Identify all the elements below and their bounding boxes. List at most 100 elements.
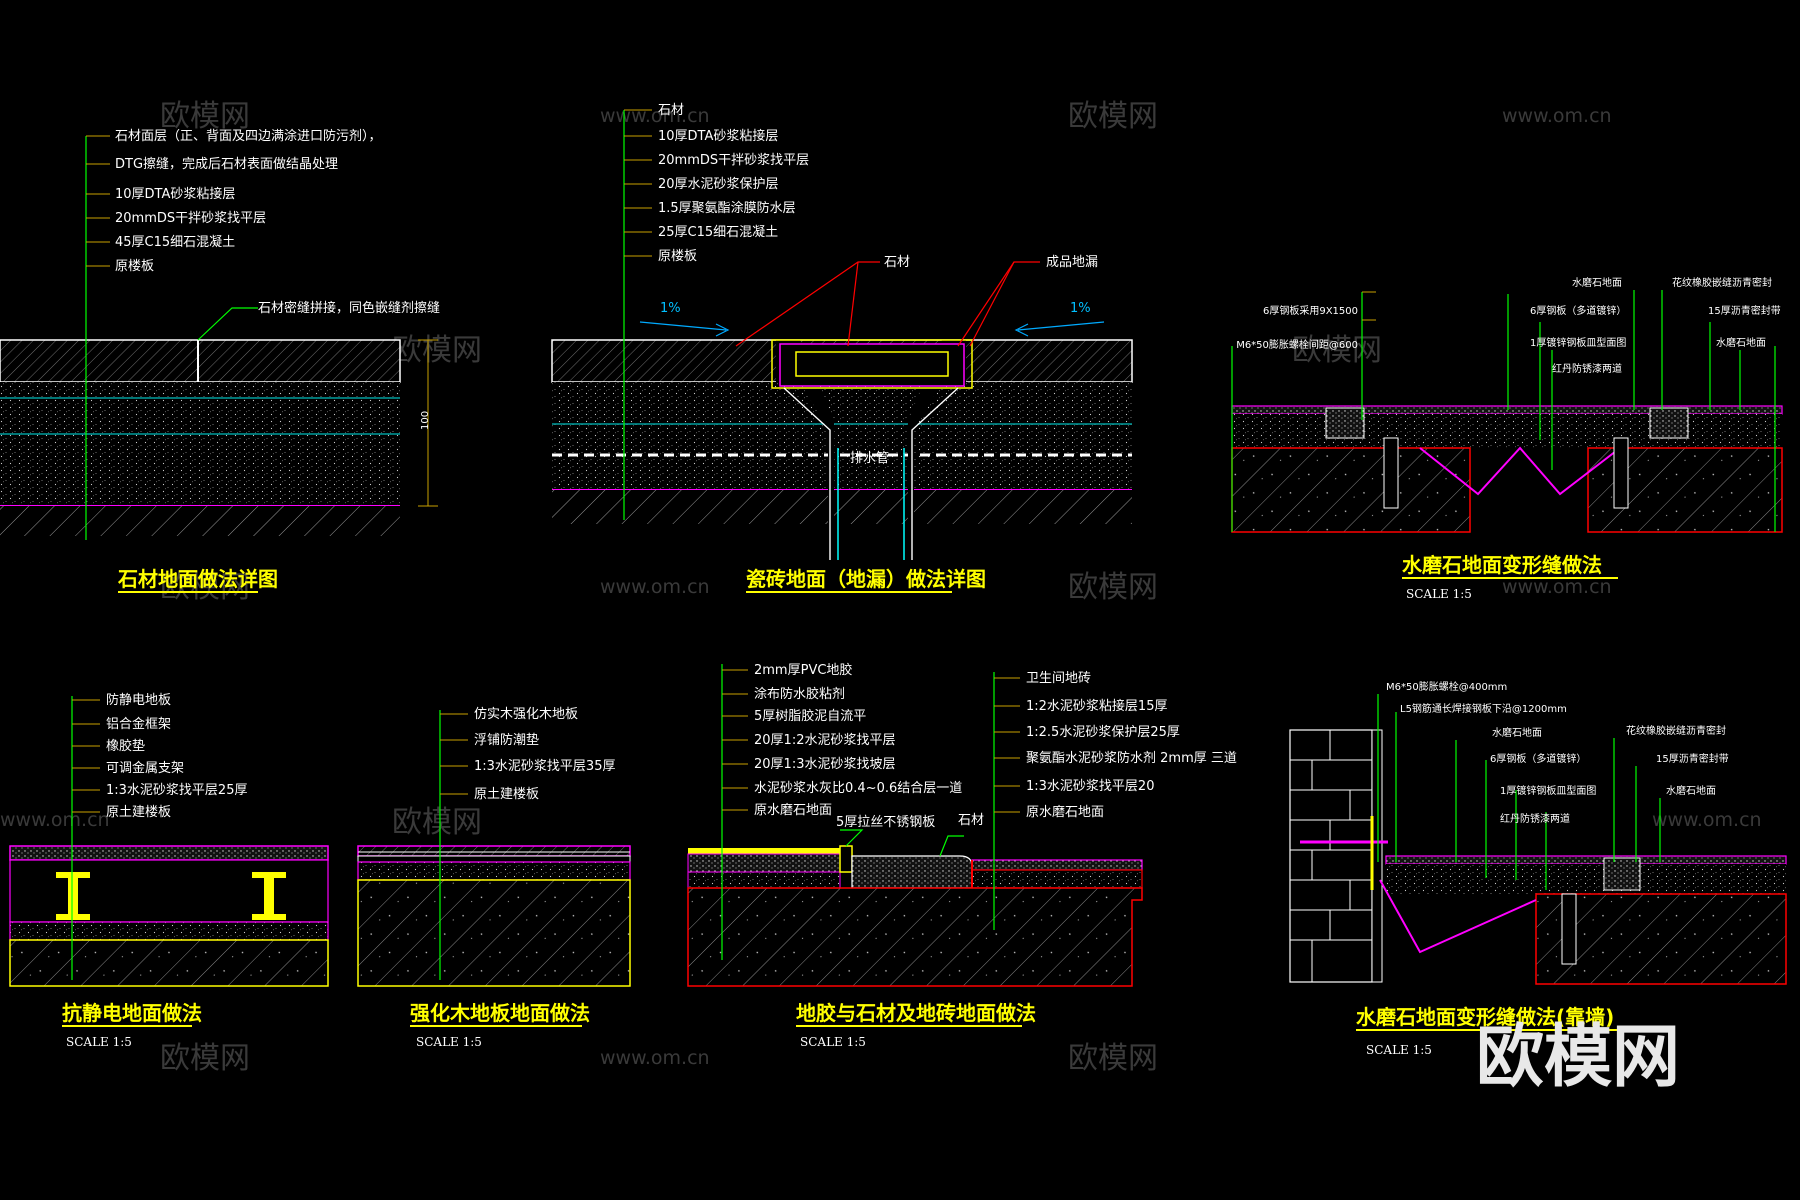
layer-label: 石材 — [658, 103, 684, 118]
brick-wall — [1289, 729, 1373, 983]
slope-left: 1% — [660, 301, 681, 316]
layer-label: 仿实木强化木地板 — [474, 707, 578, 722]
layer-label: 原土建楼板 — [106, 805, 171, 820]
detail-terrazzo-joint: 6厚钢板采用9X1500 M6*50膨胀螺栓间距@600 6厚钢板（多道镀锌） … — [1231, 276, 1783, 601]
layer-label: 防静电地板 — [106, 692, 171, 708]
pipe-label: 排水管 — [850, 451, 889, 466]
concrete-layer — [552, 428, 1132, 490]
watermark: 欧模网 — [160, 570, 250, 605]
detail-title: 抗静电地面做法 — [62, 1001, 202, 1025]
anchor-bolt — [1613, 437, 1629, 509]
slab-layer — [0, 506, 400, 536]
layer-label: 20厚1:3水泥砂浆找坡层 — [754, 757, 895, 772]
watermark-url: www.om.cn — [600, 105, 710, 127]
detail-title: 地胶与石材及地砖地面做法 — [796, 1001, 1036, 1025]
layer-label: 原水磨石地面 — [754, 803, 832, 818]
detail-floor-drain: 排水管 1% 1% 石材 成品地漏 石材 10厚DTA砂浆粘接层 20mmDS干… — [551, 103, 1133, 593]
joint-note: 石材密缝拼接，同色嵌缝剂擦缝 — [258, 300, 440, 316]
callout-drain: 成品地漏 — [1046, 254, 1098, 270]
watermark: 欧模网 — [392, 805, 482, 840]
layer-label: 1:2.5水泥砂浆保护层25厚 — [1026, 725, 1180, 740]
joint-label: M6*50膨胀螺栓间距@600 — [1236, 338, 1358, 351]
pedestal-support — [252, 872, 286, 920]
detail-laminate: 仿实木强化木地板 浮铺防潮垫 1:3水泥砂浆找平层35厚 原土建楼板 强化木地板… — [357, 707, 631, 1049]
layer-label: 20mmDS干拌砂浆找平层 — [115, 211, 266, 226]
pedestal-support — [56, 872, 90, 920]
layer-label: 石材面层（正、背面及四边满涂进口防污剂）， — [115, 128, 382, 144]
watermark: 欧模网 — [160, 1041, 250, 1076]
joint-label: 水磨石地面 — [1572, 276, 1622, 289]
detail-antistatic: 防静电地板 铝合金框架 橡胶垫 可调金属支架 1:3水泥砂浆找平层25厚 原土建… — [9, 692, 329, 1049]
underlay — [357, 855, 631, 863]
scale-label: SCALE 1:5 — [1366, 1043, 1432, 1057]
joint-plate — [1419, 446, 1621, 496]
joint-label: 水磨石地面 — [1492, 726, 1542, 739]
layer-label: 铝合金框架 — [106, 716, 171, 732]
layer-label: 1:2水泥砂浆粘接层15厚 — [1026, 698, 1167, 714]
slab-layer — [687, 887, 1143, 987]
detail-stone-floor: 100 石材面层（正、背面及四边满涂进口防污剂）， DTG擦缝，完成后石材表面做… — [0, 128, 440, 593]
joint-label: 15厚沥青密封带 — [1656, 752, 1729, 765]
layer-label: 涂布防水胶粘剂 — [754, 686, 845, 702]
anchor-bolt — [1383, 437, 1399, 509]
layer-label: 原水磨石地面 — [1026, 805, 1104, 820]
layer-label: 45厚C15细石混凝土 — [115, 234, 235, 250]
watermark-url: www.om.cn — [0, 809, 110, 831]
scale-label: SCALE 1:5 — [416, 1035, 482, 1049]
joint-label: 花纹橡胶嵌缝沥青密封 — [1672, 276, 1772, 289]
layer-label: 1.5厚聚氨酯涂膜防水层 — [658, 200, 796, 216]
leveling-layer — [9, 921, 329, 941]
layer-label: 20厚1:2水泥砂浆找平层 — [754, 733, 895, 748]
watermark: 欧模网 — [1068, 99, 1158, 134]
joint-label: 红丹防锈漆两道 — [1500, 812, 1570, 825]
joint-label: 红丹防锈漆两道 — [1552, 362, 1622, 375]
detail-terrazzo-wall: M6*50膨胀螺栓@400mm L5钢筋通长焊接钢板下沿@1200mm 水磨石地… — [1289, 680, 1787, 1057]
layer-label: 浮铺防潮垫 — [474, 732, 539, 748]
scale-label: SCALE 1:5 — [66, 1035, 132, 1049]
layer-label: 5厚树脂胶泥自流平 — [754, 708, 866, 724]
strip-label: 5厚拉丝不锈钢板 — [836, 815, 935, 830]
layer-label: 可调金属支架 — [106, 760, 184, 776]
joint-label: 水磨石地面 — [1716, 336, 1766, 349]
screed-layer — [1232, 414, 1782, 448]
joint-label: L5钢筋通长焊接钢板下沿@1200mm — [1400, 702, 1567, 715]
screed-layer — [1386, 864, 1786, 894]
stone-label: 石材 — [958, 813, 984, 828]
brand-logo: 欧模网 — [1476, 1018, 1680, 1097]
mortar-layer — [0, 382, 400, 434]
detail-title: 水磨石地面变形缝做法(靠墙) — [1356, 1005, 1614, 1029]
detail-pvc-stone-tile: 2mm厚PVC地胶 涂布防水胶粘剂 5厚树脂胶泥自流平 20厚1:2水泥砂浆找平… — [687, 662, 1237, 1049]
detail-title: 强化木地板地面做法 — [410, 1001, 590, 1025]
watermark-url: www.om.cn — [1502, 576, 1612, 598]
layer-label: 1:3水泥砂浆找平层20 — [1026, 779, 1154, 794]
detail-title: 石材地面做法详图 — [117, 567, 278, 591]
layer-label: 25厚C15细石混凝土 — [658, 224, 778, 240]
steel-strip — [839, 845, 853, 873]
detail-title: 水磨石地面变形缝做法 — [1402, 553, 1602, 577]
joint-label: 6厚钢板（多道镀锌） — [1530, 304, 1626, 317]
layer-label: 1:3水泥砂浆找平层25厚 — [106, 783, 247, 798]
watermark-url: www.om.cn — [600, 1047, 710, 1069]
callout-stone: 石材 — [884, 255, 910, 270]
layer-label: 水泥砂浆水灰比0.4~0.6结合层一道 — [754, 781, 962, 796]
detail-title: 瓷砖地面（地漏）做法详图 — [746, 567, 986, 591]
dim-label: 100 — [420, 411, 431, 430]
layer-label: 10厚DTA砂浆粘接层 — [115, 186, 235, 202]
watermark-url: www.om.cn — [1502, 105, 1612, 127]
scale-label: SCALE 1:5 — [1406, 587, 1472, 601]
layer-label: 1:3水泥砂浆找平层35厚 — [474, 759, 615, 774]
slab-layer — [357, 879, 631, 987]
slab-layer — [9, 939, 329, 987]
layer-label: 10厚DTA砂浆粘接层 — [658, 128, 778, 144]
joint-plate — [1379, 879, 1537, 954]
drain-body — [771, 339, 973, 389]
pvc-layer — [688, 848, 840, 854]
stone-threshold — [851, 855, 973, 889]
watermark: 欧模网 — [392, 333, 482, 368]
watermark: 欧模网 — [1292, 333, 1382, 368]
layer-label: 原楼板 — [658, 249, 697, 264]
layer-label: 20厚水泥砂浆保护层 — [658, 177, 779, 192]
watermarks: 欧模网 www.om.cn 欧模网 www.om.cn 欧模网 欧模网 欧模网 … — [0, 99, 1762, 1076]
slab-layer — [552, 490, 1132, 524]
